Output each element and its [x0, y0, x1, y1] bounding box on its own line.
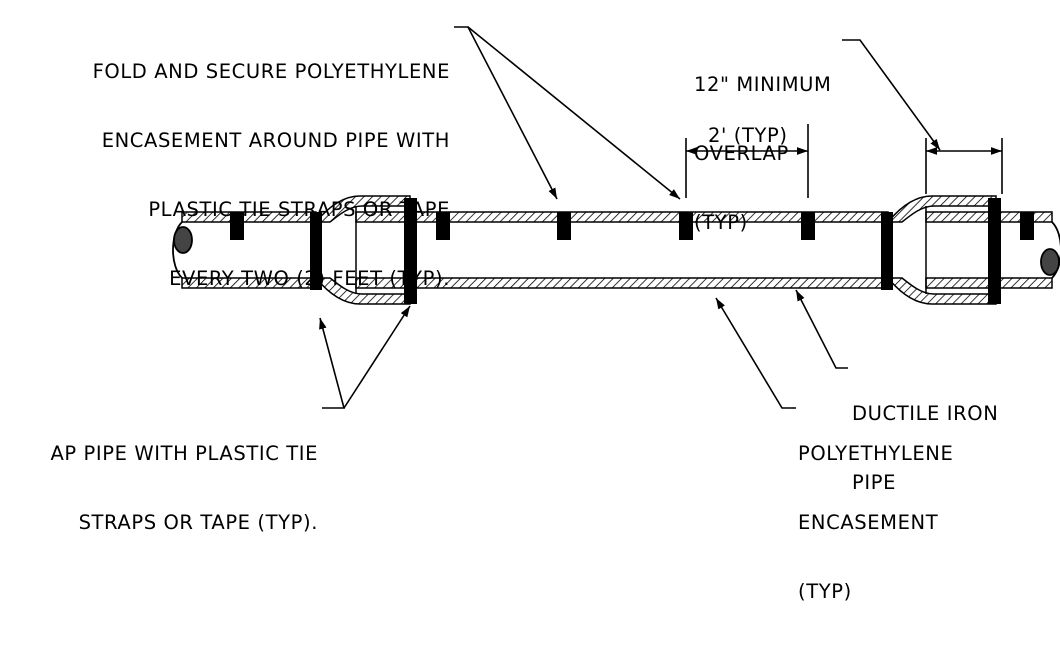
overlap-note: 12" MINIMUM OVERLAP (TYP): [694, 27, 831, 280]
tie-strap: [436, 212, 450, 240]
pipe-interior: [182, 222, 1052, 278]
detail-drawing: FOLD AND SECURE POLYETHYLENE ENCASEMENT …: [20, 14, 1060, 603]
pipe-break-ends: [172, 221, 1060, 279]
encasement-line: POLYETHYLENE: [798, 442, 954, 465]
overlap-dimension: [842, 39, 1003, 194]
bell-joint-left: [314, 195, 411, 305]
wrap-joint-leaders: [319, 305, 411, 409]
tie-strap: [1020, 212, 1034, 240]
wrap-joint-note: AP PIPE WITH PLASTIC TIE STRAPS OR TAPE …: [0, 396, 318, 580]
ductile-leader: [795, 289, 848, 369]
joint-strap: [988, 198, 1001, 304]
encasement-note: POLYETHYLENE ENCASEMENT (TYP): [798, 396, 953, 649]
wrap-joint-line: AP PIPE WITH PLASTIC TIE: [50, 442, 318, 465]
tie-strap: [230, 212, 244, 240]
tie-strap: [679, 212, 693, 240]
overlap-line: OVERLAP: [694, 142, 789, 165]
encasement-line: (TYP): [798, 580, 852, 603]
joint-strap: [404, 198, 417, 304]
spacing-label: 2' (TYP): [708, 124, 788, 147]
fold-secure-note: FOLD AND SECURE POLYETHYLENE ENCASEMENT …: [20, 14, 450, 336]
fold-secure-line: FOLD AND SECURE POLYETHYLENE: [92, 60, 450, 83]
joint-strap: [310, 212, 322, 290]
fold-secure-line: ENCASEMENT AROUND PIPE WITH: [101, 129, 450, 152]
joint-strap: [881, 212, 893, 290]
spacing-dimension: [685, 124, 809, 198]
tie-strap: [801, 212, 815, 240]
fold-secure-line: EVERY TWO (2) FEET (TYP).: [169, 267, 450, 290]
joint-straps: [310, 198, 1001, 304]
overlap-line: (TYP): [694, 211, 748, 234]
fold-secure-line: PLASTIC TIE STRAPS OR TAPE: [148, 198, 450, 221]
tie-strap: [557, 212, 571, 240]
overlap-line: 12" MINIMUM: [694, 73, 832, 96]
fold-secure-leaders: [454, 26, 681, 200]
ductile-line: DUCTILE IRON: [852, 402, 999, 425]
encasement-leader: [715, 297, 796, 409]
tie-straps: [230, 212, 1034, 240]
pipe-encasement-diagram: [172, 26, 1060, 409]
encasement-line: ENCASEMENT: [798, 511, 939, 534]
wrap-joint-line: STRAPS OR TAPE (TYP).: [78, 511, 318, 534]
